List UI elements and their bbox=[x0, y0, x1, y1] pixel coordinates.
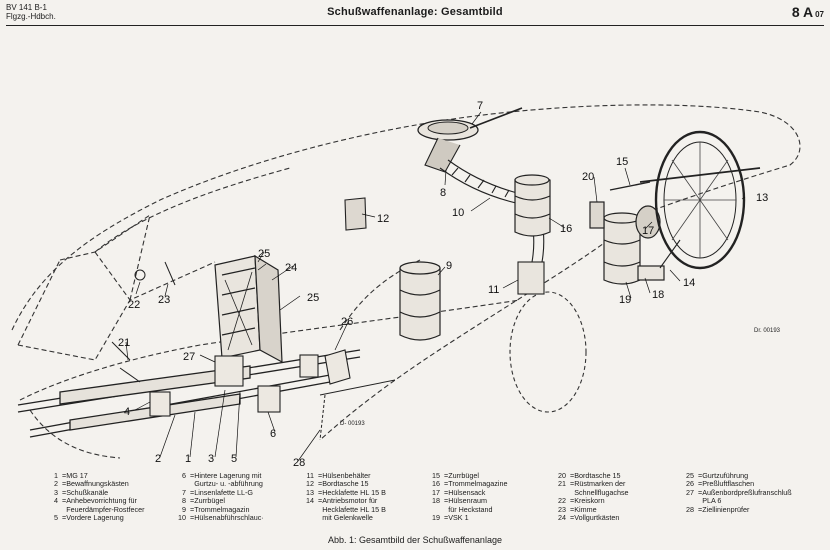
legend-item: 1= MG 17 bbox=[54, 471, 88, 480]
callout-26: 26 bbox=[341, 316, 353, 328]
legend-item: 15= Zurrbügel bbox=[432, 471, 479, 480]
callout-25-upper: 25 bbox=[258, 248, 270, 260]
document-id: BV 141 B-1 Flgzg.-Hdbch. bbox=[6, 3, 56, 21]
document-id-line1: BV 141 B-1 bbox=[6, 3, 47, 12]
legend-item: 6= Hintere Lagerung mit Gurtzu- u. -abfü… bbox=[182, 471, 263, 489]
callout-15: 15 bbox=[616, 156, 628, 168]
parts-legend: 1= MG 17 2= Bewaffnungskästen 3= Schußka… bbox=[34, 471, 822, 528]
tail-ring-mount-13 bbox=[609, 130, 761, 270]
callout-13: 13 bbox=[756, 192, 768, 204]
legend-column-6: 25= Gurtzuführung 26= Preßluftflaschen 2… bbox=[670, 471, 792, 514]
callout-14: 14 bbox=[683, 277, 695, 289]
callout-23: 23 bbox=[158, 294, 170, 306]
legend-item: 18= Hülsenraum für Heckstand bbox=[432, 496, 493, 514]
legend-item: 26= Preßluftflaschen bbox=[686, 479, 755, 489]
legend-item: 27= Außenbordpreßlufranschluß PLA 6 bbox=[686, 487, 792, 506]
callout-3: 3 bbox=[208, 453, 214, 465]
document-id-line2: Flgzg.-Hdbch. bbox=[6, 12, 56, 21]
legend-item: 25= Gurtzuführung bbox=[686, 471, 749, 480]
legend-item: 28= Ziellinienprüfer bbox=[686, 504, 750, 514]
drum-magazine-9 bbox=[399, 261, 441, 341]
legend-item: 16= Trommelmagazine bbox=[432, 479, 508, 489]
callout-17: 17 bbox=[642, 225, 654, 237]
figure-caption: Abb. 1: Gesamtbild der Schußwaffenanlage bbox=[328, 535, 502, 545]
legend-item: 3= Schußkanäle bbox=[54, 487, 109, 497]
callout-20: 20 bbox=[582, 171, 594, 183]
callout-19: 19 bbox=[619, 294, 631, 306]
gun-mounts bbox=[149, 349, 351, 417]
turret-7 bbox=[417, 107, 523, 173]
legend-item: 20= Bordtasche 15 bbox=[558, 471, 621, 480]
bag-12 bbox=[344, 197, 367, 231]
callout-12: 12 bbox=[377, 213, 389, 225]
legend-item: 11= Hülsenbehälter bbox=[306, 471, 371, 480]
legend-item: 9= Trommelmagazin bbox=[182, 504, 250, 514]
callout-1: 1 bbox=[185, 453, 191, 465]
callout-7: 7 bbox=[477, 100, 483, 112]
legend-column-1: 1= MG 17 2= Bewaffnungskästen 3= Schußka… bbox=[34, 471, 145, 523]
callout-24: 24 bbox=[285, 262, 297, 274]
callout-25-lower: 25 bbox=[307, 292, 319, 304]
drum-magazines-16 bbox=[514, 174, 551, 237]
legend-item: 19= VSK 1 bbox=[432, 513, 469, 523]
callout-5: 5 bbox=[231, 453, 237, 465]
callout-21: 21 bbox=[118, 337, 130, 349]
legend-item: 21= Rüstmarken der Schnellflugachse bbox=[558, 479, 629, 497]
gunsight-parts bbox=[111, 261, 396, 441]
legend-column-3: 11= Hülsenbehälter 12= Bordtasche 15 13=… bbox=[290, 471, 386, 523]
legend-column-2: 6= Hintere Lagerung mit Gurtzu- u. -abfü… bbox=[162, 471, 264, 523]
tail-magazines bbox=[589, 201, 665, 285]
case-container-11 bbox=[517, 261, 545, 295]
legend-item: 2= Bewaffnungskästen bbox=[54, 479, 129, 489]
legend-item: 24= Vollgurtkästen bbox=[558, 513, 620, 523]
callout-22: 22 bbox=[128, 299, 140, 311]
callout-18: 18 bbox=[652, 289, 664, 301]
legend-item: 14= Antriebsmotor für Hecklafette HL 15 … bbox=[306, 496, 386, 523]
legend-item: 4= Anhebevorrichtung für Feuerdämpfer-Ro… bbox=[54, 496, 145, 514]
ammo-boxes bbox=[214, 254, 283, 364]
fuselage-outline bbox=[11, 104, 801, 459]
callout-11: 11 bbox=[488, 284, 499, 296]
leader-lines bbox=[125, 111, 746, 462]
page-number-sub: 07 bbox=[815, 10, 824, 19]
callout-2: 2 bbox=[155, 453, 161, 465]
header-rule bbox=[6, 25, 824, 26]
legend-column-4: 15= Zurrbügel 16= Trommelmagazine 17= Hü… bbox=[416, 471, 508, 523]
drawing-reference-right: Dr. 00193 bbox=[754, 328, 781, 334]
legend-item: 13= Hecklafette HL 15 B bbox=[306, 487, 386, 497]
drawing-reference-left: D- 00193 bbox=[340, 421, 365, 427]
callout-10: 10 bbox=[452, 207, 464, 219]
legend-item: 12= Bordtasche 15 bbox=[306, 479, 369, 489]
callout-8: 8 bbox=[440, 187, 446, 199]
callout-6: 6 bbox=[270, 428, 276, 440]
page-title: Schußwaffenanlage: Gesamtbild bbox=[327, 6, 503, 18]
callout-16: 16 bbox=[560, 223, 572, 235]
callout-9: 9 bbox=[446, 260, 452, 272]
page-number-main: 8 A bbox=[791, 4, 814, 20]
legend-item: 5= Vordere Lagerung bbox=[54, 513, 124, 523]
legend-item: 7= Linsenlafette LL-G bbox=[182, 487, 253, 497]
legend-item: 8= Zurrbügel bbox=[182, 496, 225, 506]
callout-4: 4 bbox=[124, 406, 130, 418]
legend-item: 10= Hülsenabführschlauc· bbox=[178, 513, 264, 523]
callout-28: 28 bbox=[293, 457, 305, 466]
legend-item: 22= Kreiskorn bbox=[558, 496, 605, 506]
legend-item: 17= Hülsensack bbox=[432, 487, 486, 497]
legend-item: 23= Kimme bbox=[558, 504, 597, 514]
callout-27: 27 bbox=[183, 351, 195, 363]
weapon-system-drawing: 7 8 10 11 12 9 13 14 15 16 17 18 19 20 2… bbox=[11, 100, 801, 466]
legend-column-5: 20= Bordtasche 15 21= Rüstmarken der Sch… bbox=[542, 471, 629, 523]
